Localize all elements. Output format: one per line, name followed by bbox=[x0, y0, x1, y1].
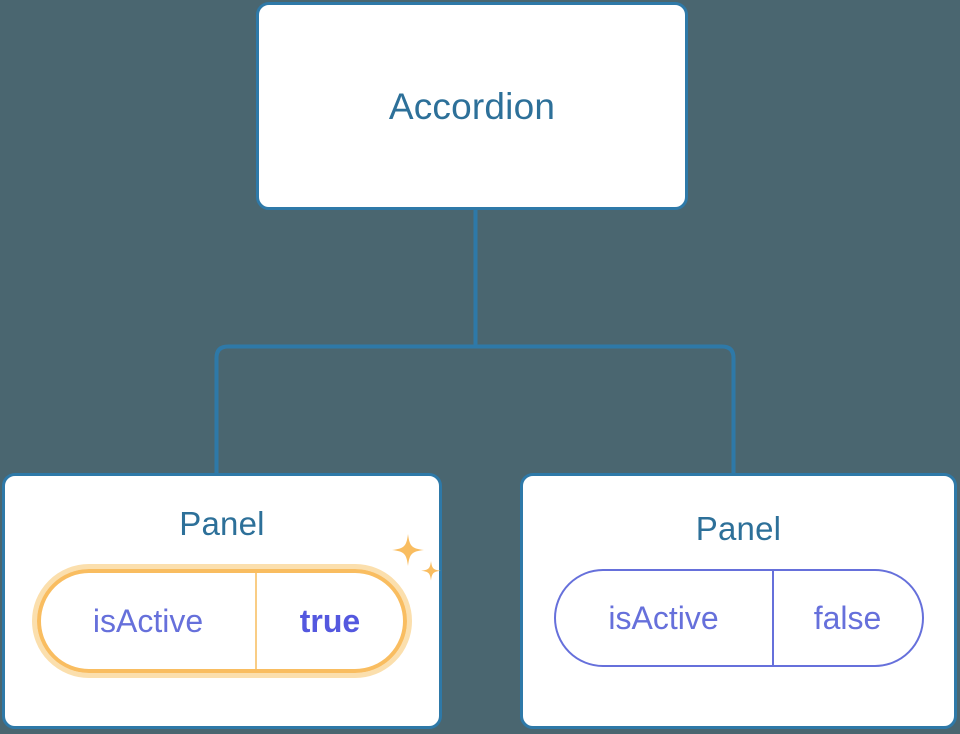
node-panel-active-title: Panel bbox=[179, 505, 265, 542]
prop-pill-glow: isActive true bbox=[32, 564, 412, 678]
node-accordion-title: Accordion bbox=[388, 85, 556, 127]
node-panel-inactive-title: Panel bbox=[695, 510, 782, 547]
prop-pill-isactive-true[interactable]: isActive true bbox=[37, 569, 407, 673]
prop-key: isActive bbox=[608, 600, 719, 636]
node-panel-inactive[interactable]: Panel isActive false bbox=[520, 473, 957, 729]
prop-pill-isactive-false[interactable]: isActive false bbox=[553, 569, 924, 667]
prop-pill-active-wrap: isActive true bbox=[32, 534, 441, 678]
prop-value: true bbox=[255, 573, 403, 669]
node-accordion[interactable]: Accordion bbox=[256, 2, 688, 210]
node-panel-active[interactable]: Panel isActive true bbox=[2, 473, 442, 729]
connector-branch-bus bbox=[214, 344, 736, 474]
prop-value: false bbox=[771, 571, 922, 665]
prop-pill-inactive-wrap: isActive false bbox=[553, 569, 924, 667]
prop-key: isActive bbox=[92, 603, 204, 639]
